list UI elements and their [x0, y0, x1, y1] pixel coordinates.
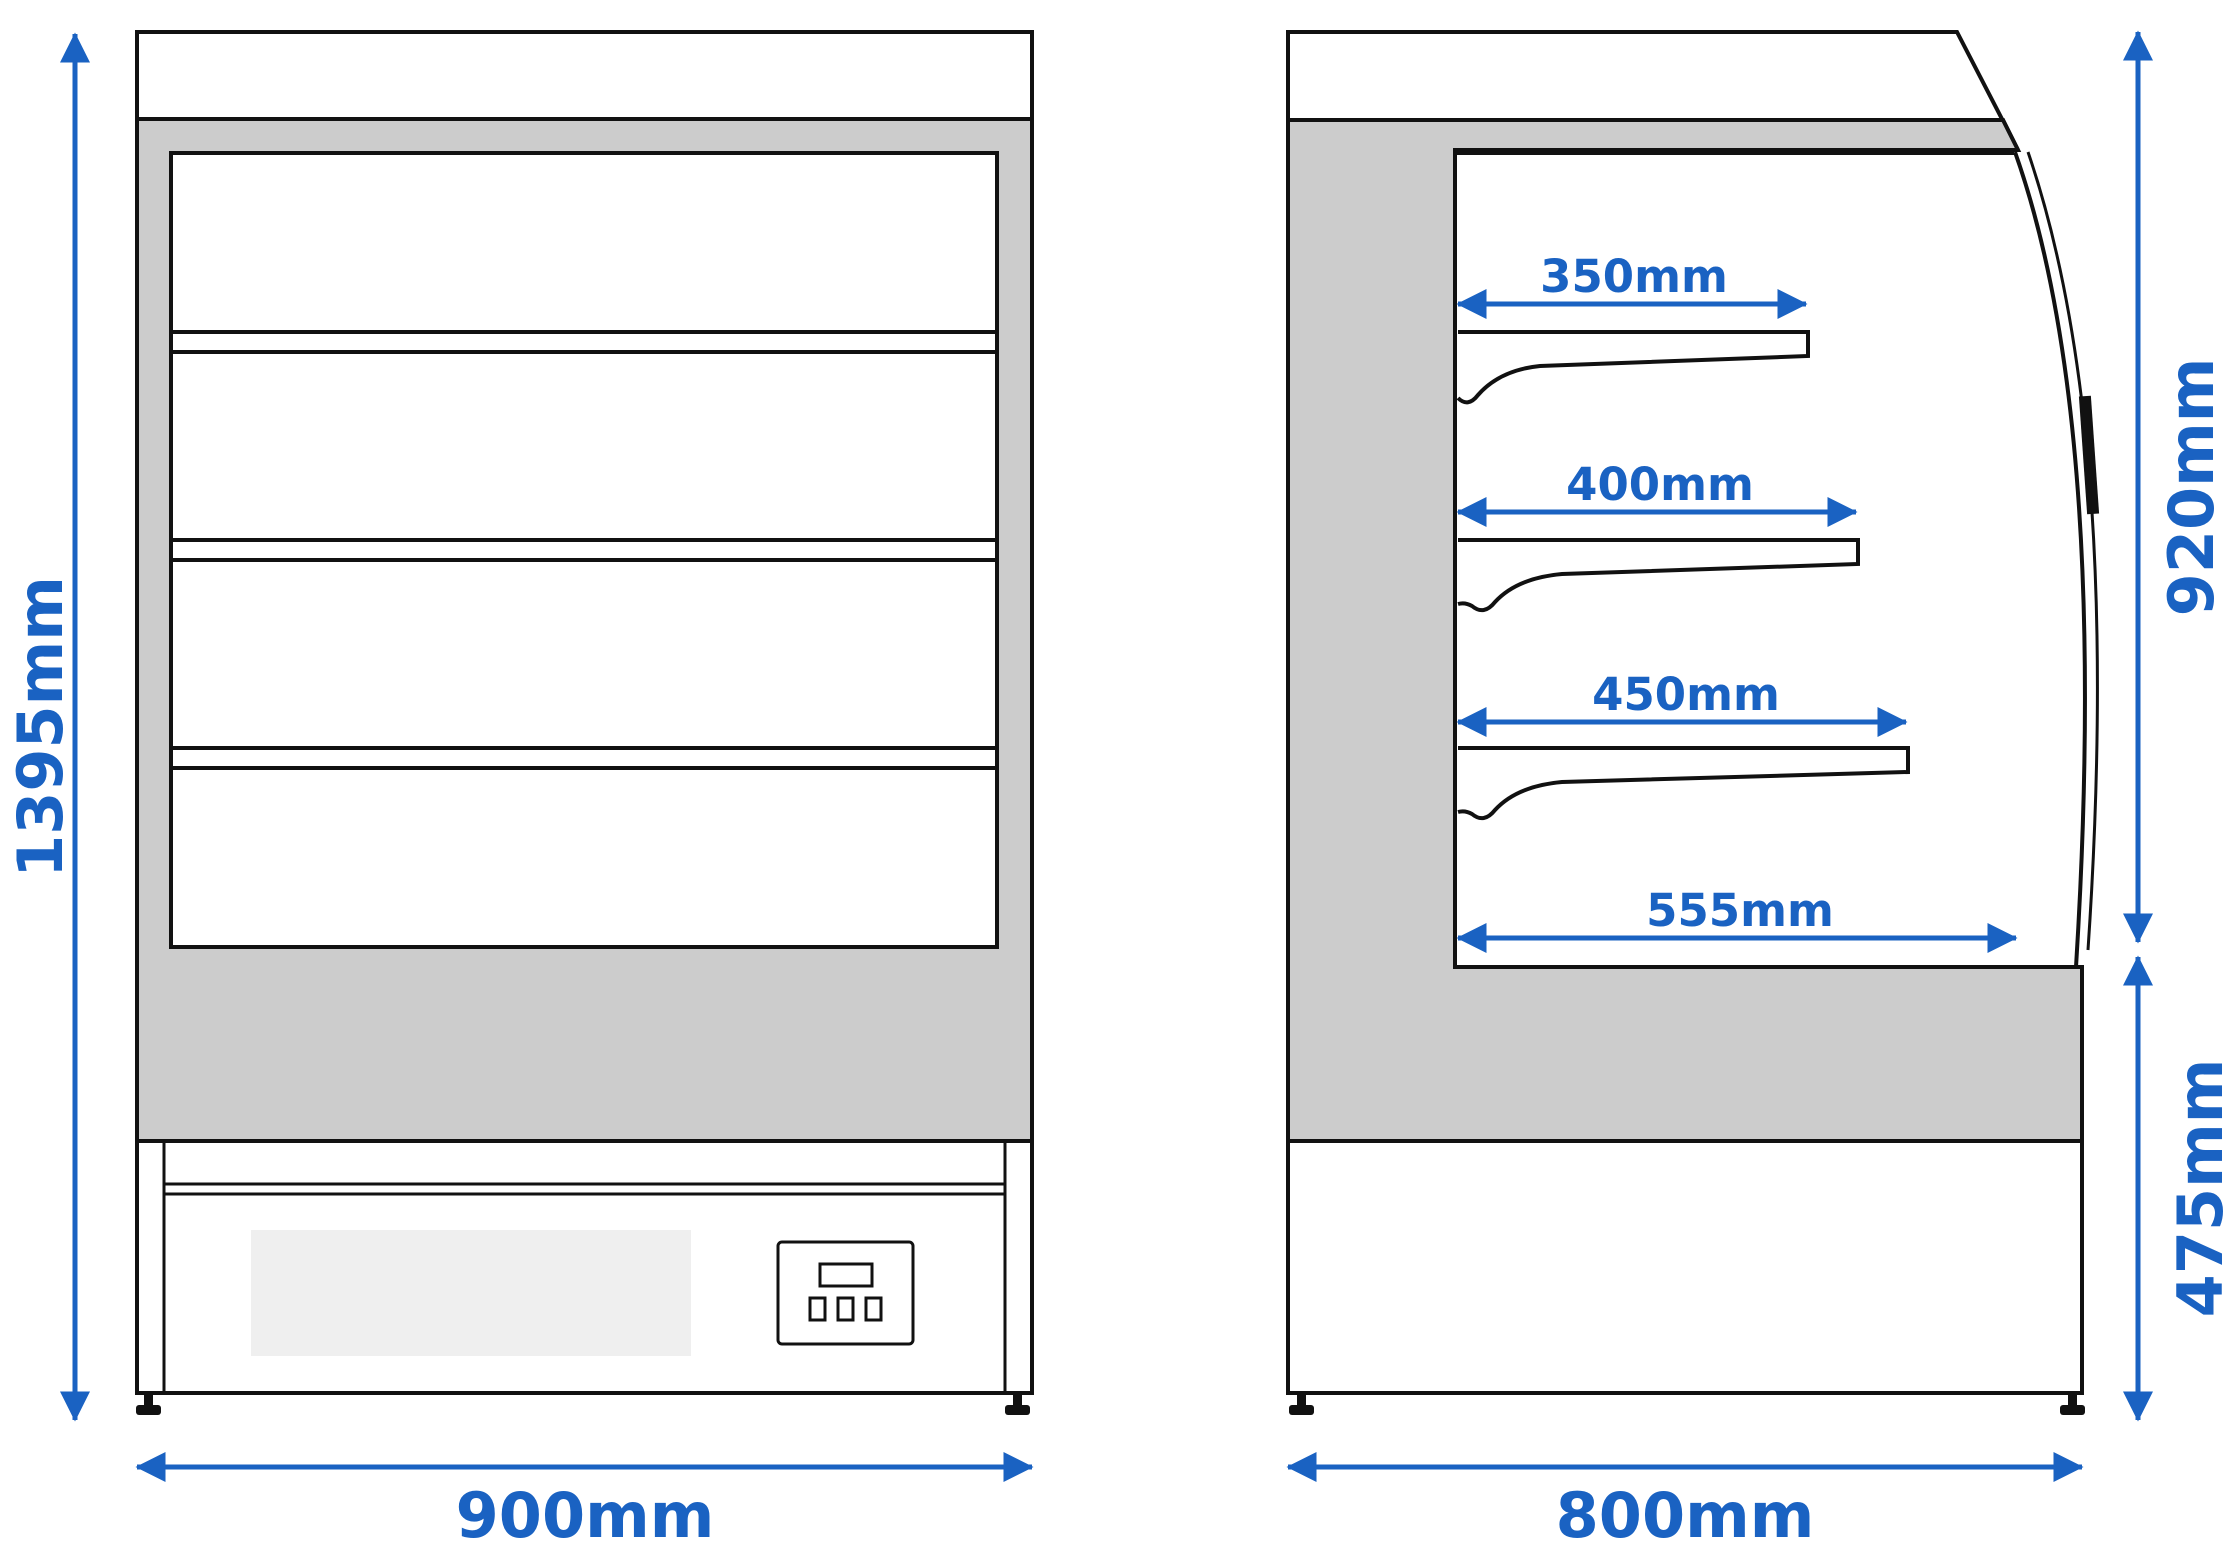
- shelf-1-depth-label: 350mm: [1540, 250, 1728, 303]
- side-feet: [1289, 1393, 2085, 1415]
- front-feet: [136, 1393, 1030, 1415]
- side-shelf-2: [1457, 538, 1860, 613]
- front-shelf-1: [169, 330, 999, 354]
- base-depth-label: 555mm: [1646, 884, 1834, 937]
- side-shelf-1: [1456, 330, 1810, 405]
- side-view: [1286, 30, 2100, 1415]
- front-view: [135, 30, 1034, 1415]
- side-base: [1286, 1139, 2084, 1395]
- side-width-label: 800mm: [1556, 1479, 1815, 1548]
- side-shelf-3: [1457, 746, 1910, 821]
- front-top-canopy: [135, 30, 1034, 121]
- front-label-plate: [251, 1230, 691, 1356]
- shelf-2-depth-label: 400mm: [1566, 458, 1754, 511]
- shelf-3-depth-label: 450mm: [1592, 668, 1780, 721]
- side-front-glass: [2013, 151, 2087, 968]
- front-width-label: 900mm: [456, 1479, 715, 1548]
- side-lower-height-label: 475mm: [2164, 1059, 2228, 1318]
- side-upper-height-label: 920mm: [2155, 358, 2228, 617]
- dimension-arrows: [60, 30, 2153, 1482]
- dimension-labels: 1395mm 900mm 800mm 920mm 475mm 350mm 400…: [4, 250, 2228, 1548]
- front-shelf-2: [169, 538, 999, 562]
- side-glass-handle: [2078, 395, 2100, 515]
- front-shelf-3: [169, 746, 999, 770]
- front-height-label: 1395mm: [4, 576, 77, 878]
- front-controller: [776, 1240, 915, 1346]
